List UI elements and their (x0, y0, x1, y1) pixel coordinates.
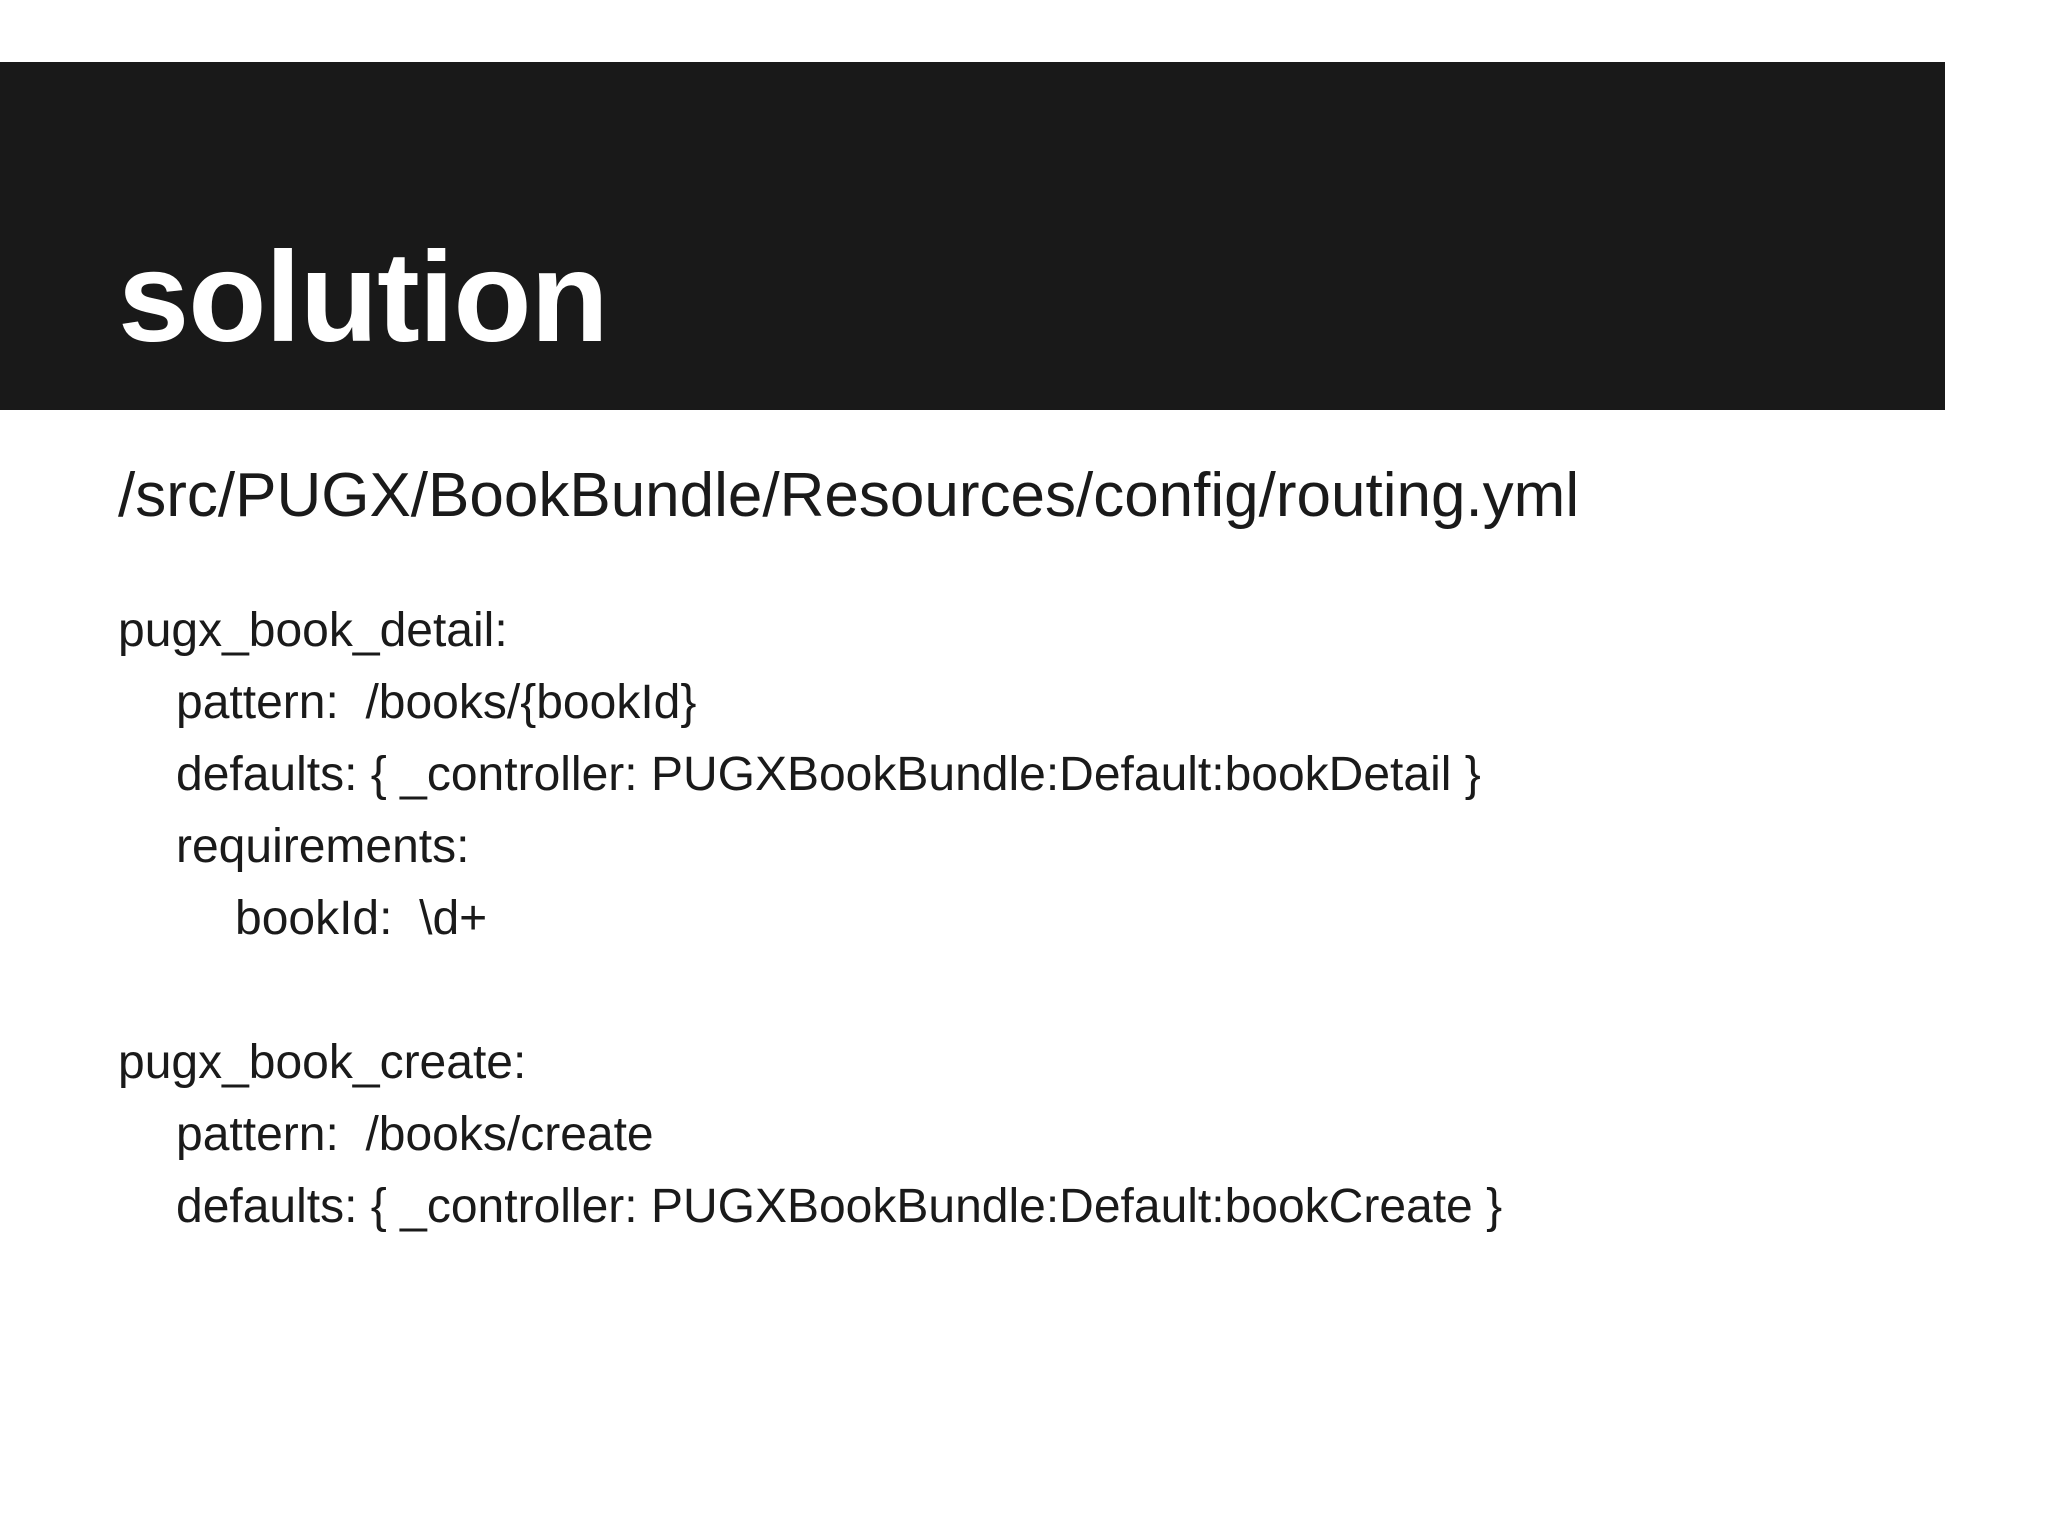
code-line: bookId: \d+ (235, 892, 488, 945)
slide-body: /src/PUGX/BookBundle/Resources/config/ro… (0, 410, 2048, 1536)
code-line: requirements: (176, 820, 470, 873)
code-line: pattern: /books/{bookId} (176, 676, 697, 729)
code-line: pattern: /books/create (176, 1108, 654, 1161)
page-title: solution (118, 226, 609, 369)
code-line: pugx_book_create: (118, 1036, 527, 1089)
title-band: solution (0, 62, 1945, 410)
code-block: pugx_book_detail: pattern: /books/{bookId… (118, 595, 1502, 1243)
code-line: pugx_book_detail: (118, 604, 508, 657)
code-line: defaults: { _controller: PUGXBookBundle:… (176, 1180, 1503, 1233)
code-line-blank (118, 955, 1502, 1027)
file-path-label: /src/PUGX/BookBundle/Resources/config/ro… (118, 461, 1580, 530)
code-line: defaults: { _controller: PUGXBookBundle:… (176, 748, 1481, 801)
